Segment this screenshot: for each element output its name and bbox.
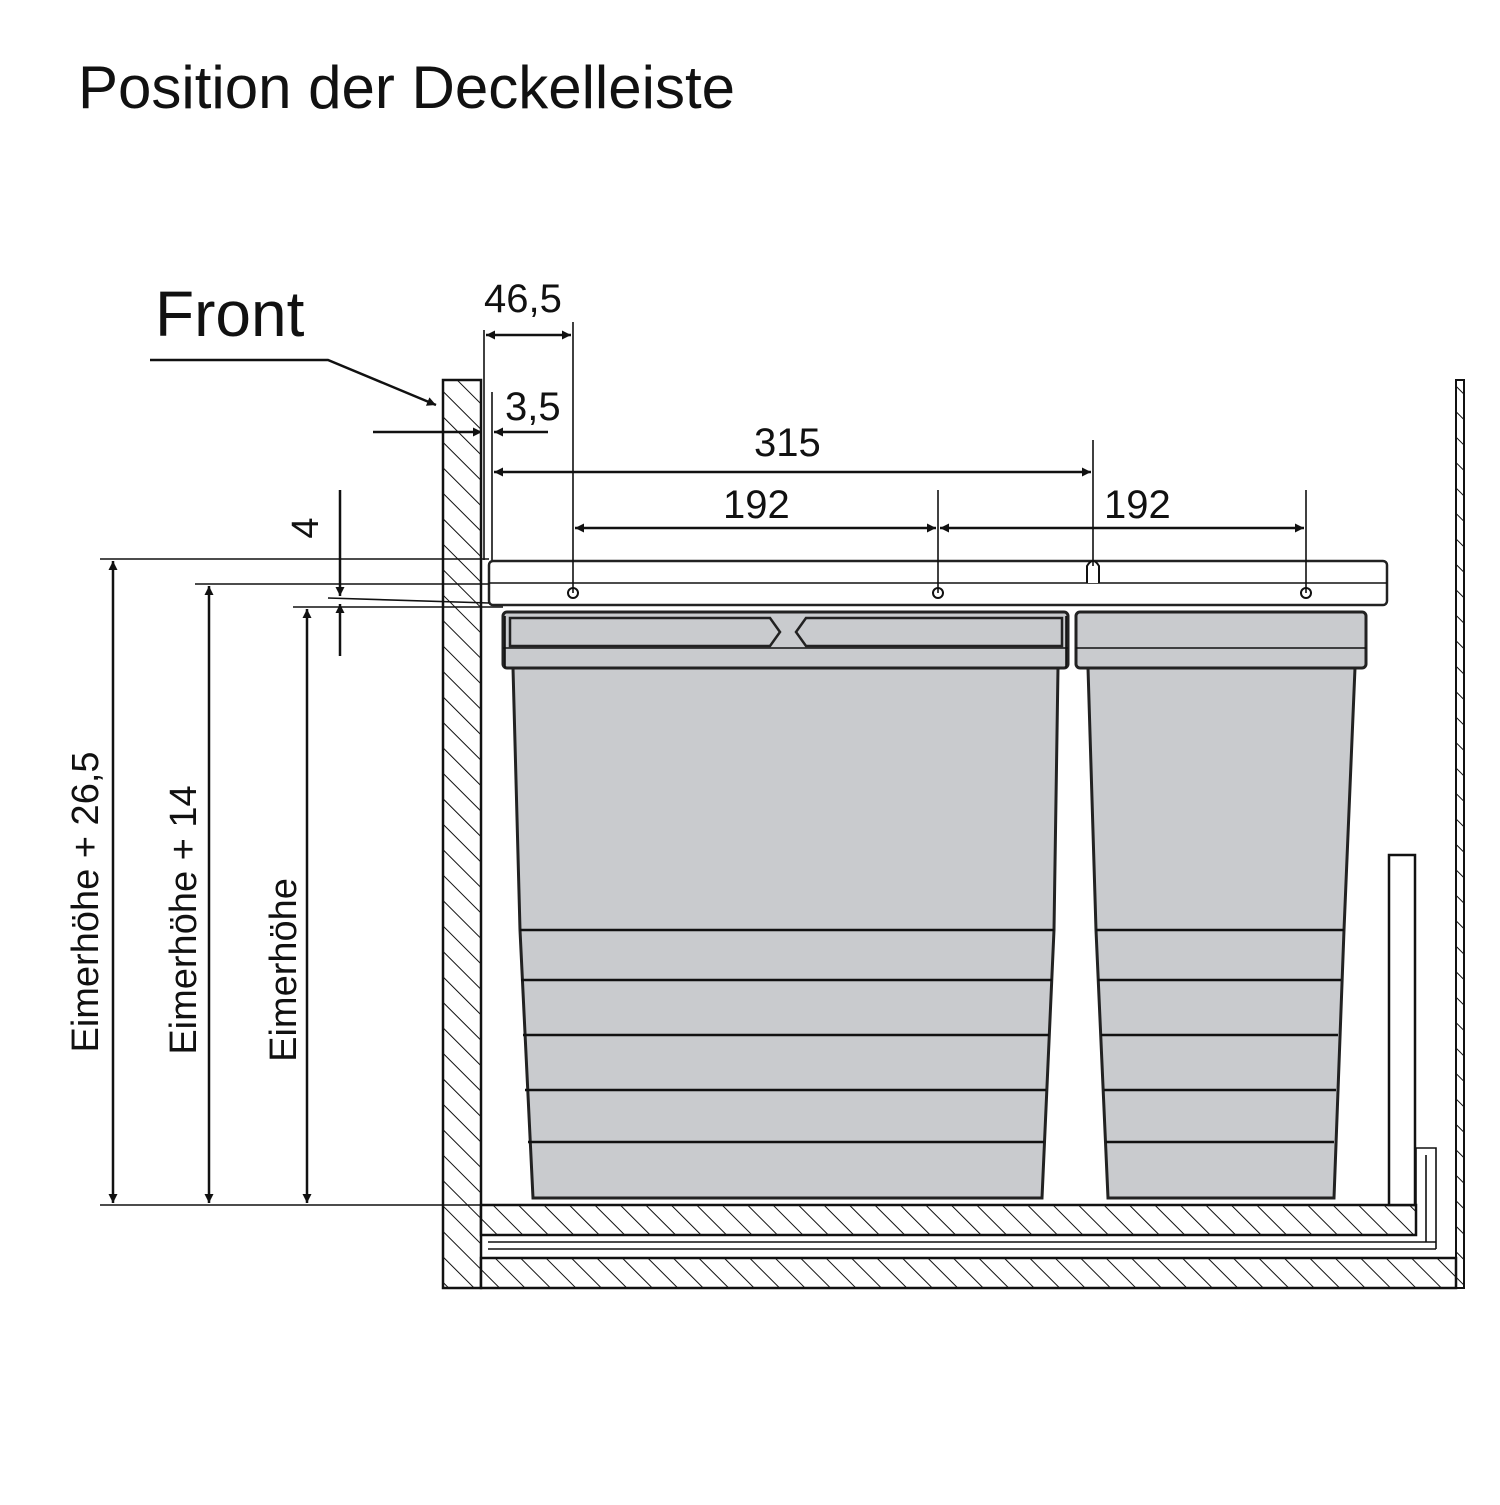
dimension-315: 315 <box>494 421 1094 566</box>
dimension-192-left: 192 <box>575 483 939 593</box>
height-plus-14-label: Eimerhöhe + 14 <box>163 785 205 1054</box>
height-label: Eimerhöhe <box>263 878 305 1062</box>
dimension-3-5-label: 3,5 <box>505 385 561 429</box>
dimension-4: 4 <box>285 490 490 656</box>
front-leader <box>150 358 437 407</box>
large-bin <box>501 610 1070 1200</box>
dimension-height: Eimerhöhe <box>263 609 312 1203</box>
drawer-rear-side <box>1387 853 1417 1207</box>
dimension-46-5-label: 46,5 <box>484 277 562 321</box>
front-label: Front <box>155 278 305 350</box>
dimension-192-left-label: 192 <box>723 483 790 527</box>
dimension-3-5: 3,5 <box>373 385 561 437</box>
dimension-4-label: 4 <box>285 517 327 538</box>
dimension-192-right: 192 <box>940 483 1307 593</box>
cabinet-bottom-panel <box>479 1256 1458 1290</box>
dimension-height-plus-14: Eimerhöhe + 14 <box>163 586 214 1203</box>
drawer-base <box>479 1203 1418 1237</box>
cabinet-right-wall <box>1455 379 1465 1289</box>
small-bin <box>1074 610 1368 1200</box>
dimension-192-right-label: 192 <box>1104 483 1171 527</box>
page-title: Position der Deckelleiste <box>78 54 735 121</box>
dimension-height-plus-26-5: Eimerhöhe + 26,5 <box>65 561 118 1203</box>
height-plus-26-5-label: Eimerhöhe + 26,5 <box>65 751 107 1052</box>
dimension-46-5: 46,5 <box>484 277 574 593</box>
dimension-315-label: 315 <box>754 421 821 465</box>
cabinet-front-wall <box>441 378 483 1290</box>
